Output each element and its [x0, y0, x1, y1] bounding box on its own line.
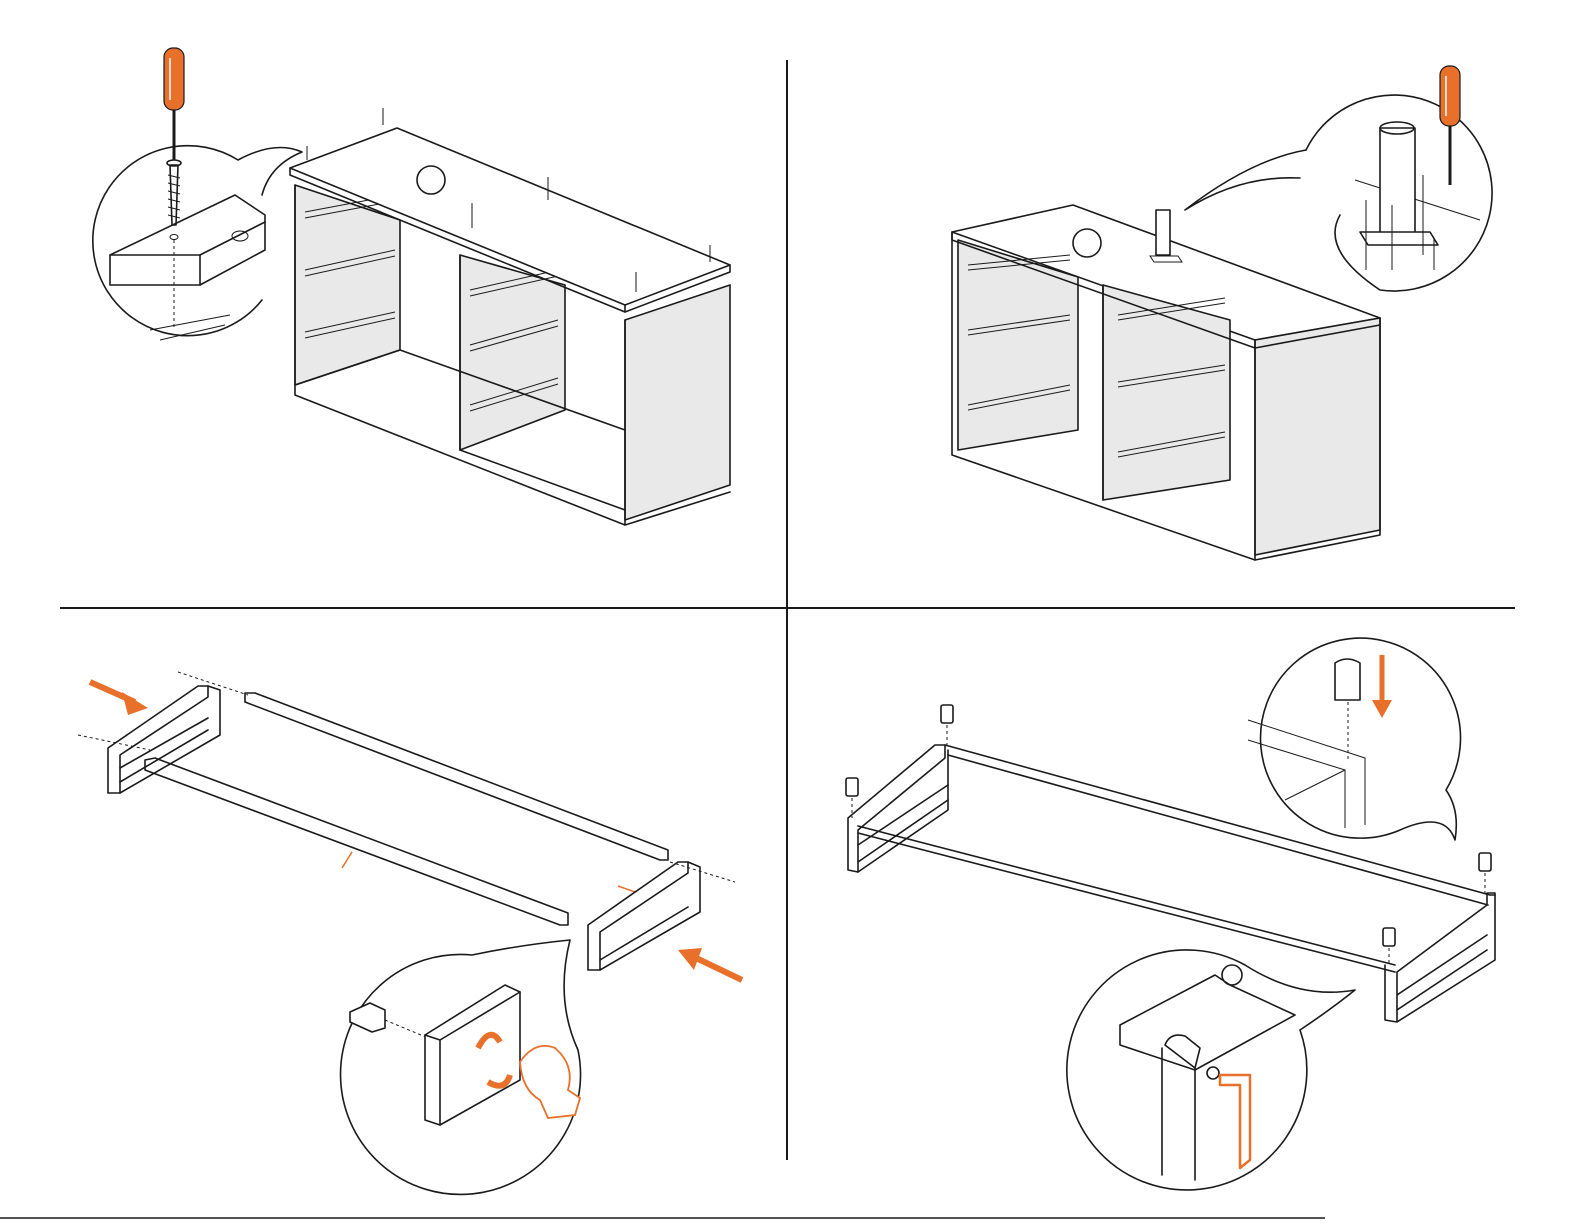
- step-2-leg-mount: [952, 66, 1492, 560]
- step-4-cap-callout: [1248, 638, 1461, 840]
- step-3-frame-assembly: [78, 672, 742, 1194]
- foot-cap-icon: [846, 705, 1491, 946]
- step-1-cabinet-top: [93, 48, 730, 525]
- step-1-detail-callout: [93, 48, 302, 340]
- step-1-cabinet: [290, 108, 730, 525]
- step-3-detail-callout: [341, 940, 581, 1194]
- down-arrow-icon: [1372, 655, 1392, 718]
- step-4-frame-caps: [846, 638, 1495, 1190]
- step-2-detail-callout: [1185, 66, 1492, 291]
- hex-key-icon: [1220, 1075, 1250, 1168]
- step-2-cabinet: [952, 205, 1380, 560]
- hand-tighten-icon: [520, 1046, 580, 1118]
- panel-dividers: [0, 60, 1515, 1218]
- push-arrow-icon: [90, 682, 148, 715]
- push-arrow-icon: [678, 948, 742, 980]
- step-4-hexkey-callout: [1067, 950, 1355, 1190]
- screwdriver-icon: [164, 48, 184, 160]
- screwdriver-icon: [1440, 66, 1460, 185]
